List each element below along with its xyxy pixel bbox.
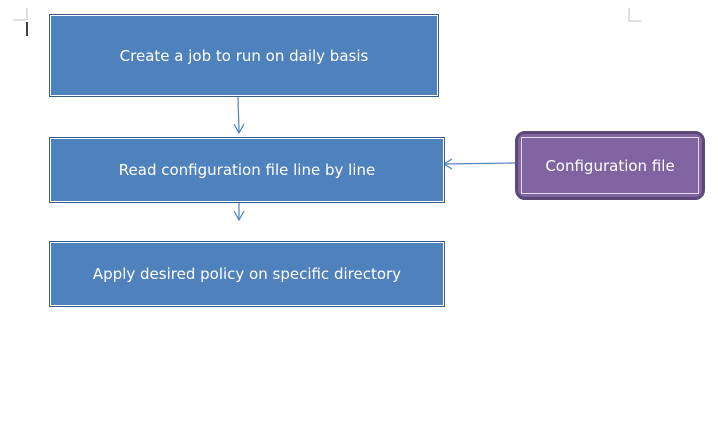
page-corner-mark-left bbox=[13, 8, 28, 21]
arrowhead-step2 bbox=[233, 123, 245, 135]
arrow-step1-to-step2 bbox=[237, 96, 240, 133]
step-create-job: Create a job to run on daily basis bbox=[49, 14, 439, 97]
step-create-job-label: Create a job to run on daily basis bbox=[119, 46, 369, 65]
configuration-file-node: Configuration file bbox=[515, 131, 705, 200]
arrowhead-step3 bbox=[233, 210, 245, 222]
configuration-file-inner: Configuration file bbox=[521, 137, 699, 194]
step-read-config: Read configuration file line by line bbox=[49, 137, 445, 203]
step-apply-policy: Apply desired policy on specific directo… bbox=[49, 241, 445, 307]
step-read-config-label: Read configuration file line by line bbox=[118, 161, 376, 179]
arrowhead-config-step2 bbox=[442, 158, 453, 170]
configuration-file-label: Configuration file bbox=[545, 156, 675, 175]
page-corner-mark-right bbox=[628, 8, 641, 22]
step-apply-policy-label: Apply desired policy on specific directo… bbox=[92, 265, 402, 283]
arrow-config-to-step2 bbox=[444, 162, 516, 165]
